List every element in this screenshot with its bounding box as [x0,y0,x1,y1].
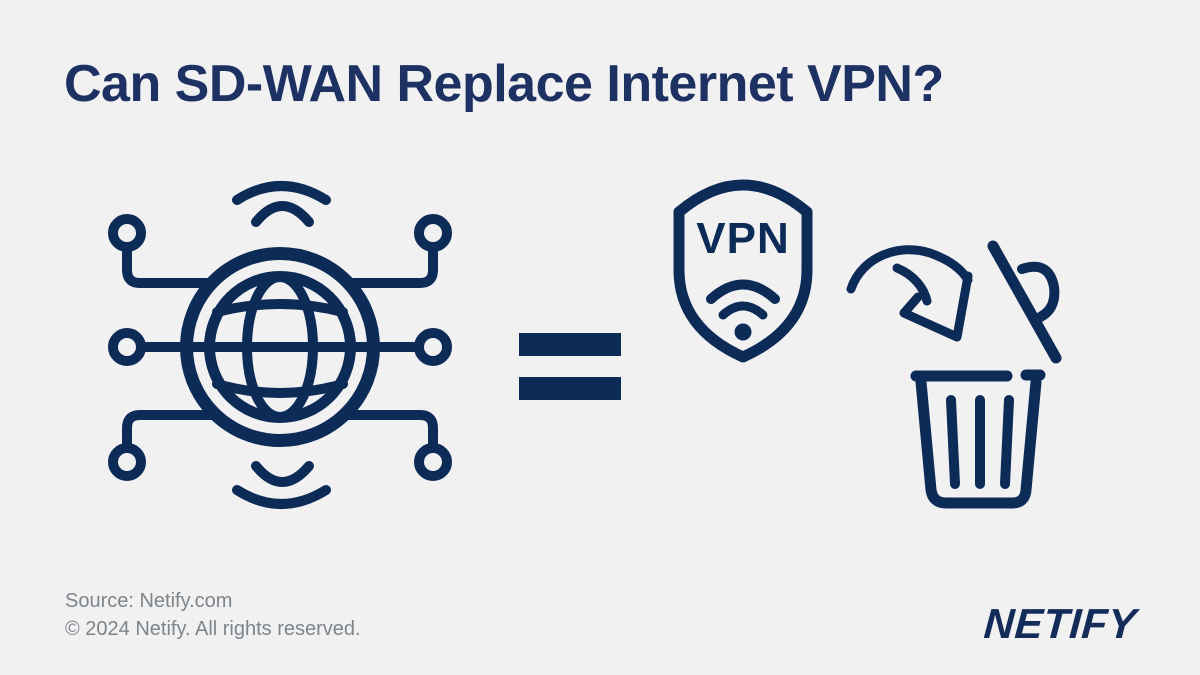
connector-bottom-left [122,410,217,453]
shield-wifi-dot [734,323,752,341]
equals-sign-icon [519,333,621,400]
equals-bar-bottom [519,377,621,400]
shield-wifi-arc-large [706,279,780,304]
netify-logo: NETIFY [982,600,1138,647]
connector-top-left [122,242,217,288]
globe-latitude-lower [212,379,348,398]
curved-discard-arrow-icon [846,245,973,342]
globe-outer-ring [180,247,380,447]
network-node [414,328,452,366]
trash-rib [1000,395,1014,489]
network-node [414,214,452,252]
open-trash-can-icon [910,240,1062,509]
vpn-shield-icon: VPN [673,179,813,363]
wifi-arc-top-large [232,181,331,205]
connector-top-right [343,242,438,288]
wifi-arc-top-small [251,201,314,227]
copyright-text: © 2024 Netify. All rights reserved. [65,618,361,640]
arrow-outer-curve [846,245,973,294]
network-node [414,443,452,481]
sd-wan-globe-network-icon [108,181,452,509]
equals-bar-top [519,333,621,356]
trash-rib [946,395,960,489]
connector-bottom-right [343,410,438,453]
shield-outline [673,179,813,363]
wifi-arc-bottom-large [232,485,331,509]
globe-latitude-upper [212,299,348,317]
shield-wifi-arc-small [718,301,768,320]
wifi-arc-bottom-small [251,461,314,487]
network-node [108,328,146,366]
globe-meridian [242,272,318,422]
trash-lid-handle [1017,261,1060,324]
source-text: Source: Netify.com [65,590,233,612]
trash-body [915,376,1042,509]
arrow-inner-curve [892,263,932,306]
vpn-shield-label: VPN [696,214,789,263]
network-node [108,443,146,481]
arrow-head [899,271,973,342]
page-title: Can SD-WAN Replace Internet VPN? [64,55,944,113]
trash-lid [987,240,1062,364]
network-node [108,214,146,252]
